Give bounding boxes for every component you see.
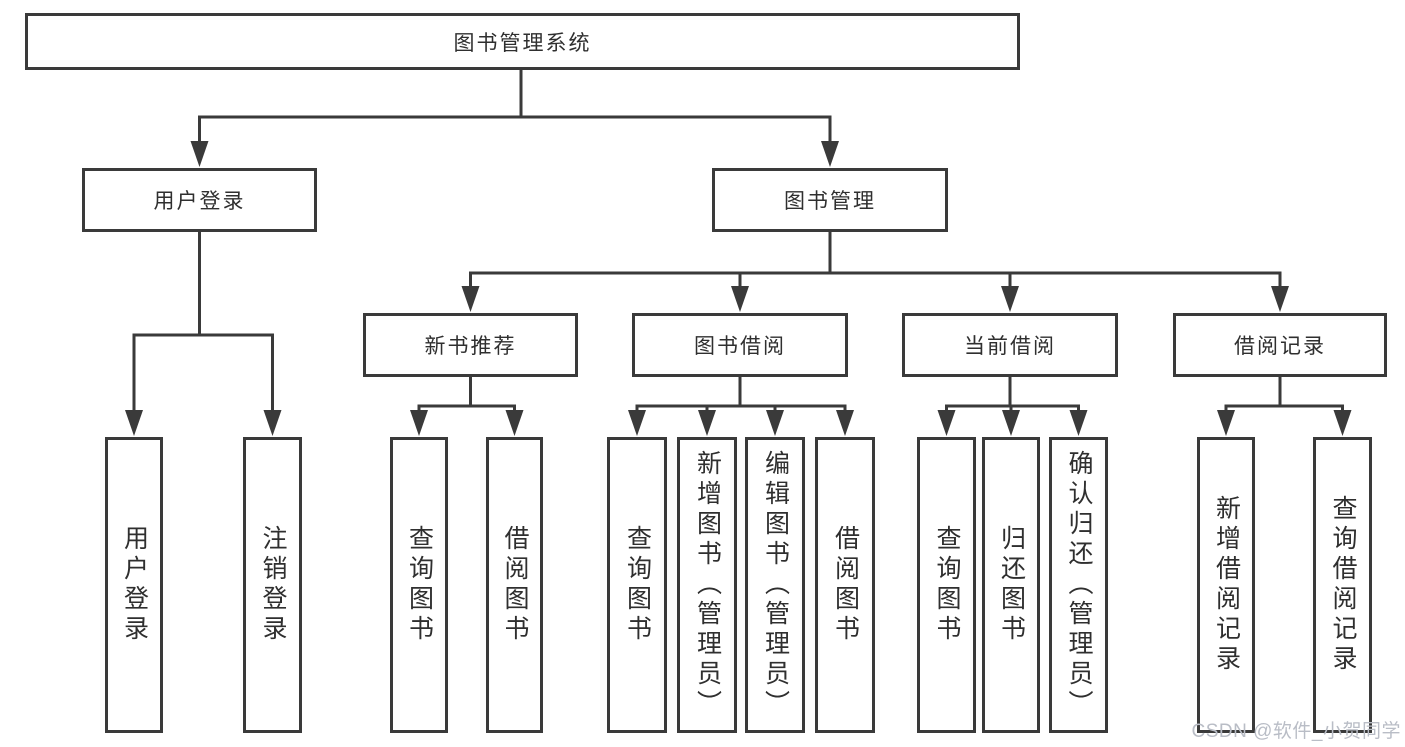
arrow-icon bbox=[410, 410, 428, 436]
arrowheads bbox=[125, 141, 1352, 436]
node-user-login: 用户登录 bbox=[82, 168, 317, 232]
arrow-icon bbox=[505, 410, 524, 436]
connector-recommend-to-leaves bbox=[417, 377, 516, 414]
node-logout: 注销登录 bbox=[243, 437, 302, 733]
node-return-book: 归还图书 bbox=[982, 437, 1040, 733]
connector-root-to-level2 bbox=[198, 70, 832, 150]
arrow-icon bbox=[766, 410, 784, 436]
node-root: 图书管理系统 bbox=[25, 13, 1020, 70]
node-query-borrow-record: 查询借阅记录 bbox=[1313, 437, 1372, 733]
watermark: CSDN @软件_小贺同学 bbox=[1191, 721, 1401, 742]
connector-borrow-to-leaves bbox=[635, 377, 847, 414]
arrow-icon bbox=[821, 141, 839, 167]
arrow-icon bbox=[461, 286, 480, 312]
node-query-books-current: 查询图书 bbox=[917, 437, 976, 733]
arrow-icon bbox=[1271, 286, 1289, 312]
connector-userlogin-to-leaves bbox=[132, 232, 274, 414]
node-borrow-books-recommend: 借阅图书 bbox=[486, 437, 543, 733]
arrow-icon bbox=[1069, 410, 1088, 436]
arrow-icon bbox=[937, 410, 956, 436]
arrow-icon bbox=[836, 410, 854, 436]
node-query-books-recommend: 查询图书 bbox=[390, 437, 448, 733]
node-add-book-admin: 新增图书（管理员） bbox=[677, 437, 737, 733]
node-confirm-return-admin: 确认归还（管理员） bbox=[1049, 437, 1108, 733]
arrow-icon bbox=[1002, 410, 1020, 436]
arrow-icon bbox=[1001, 286, 1019, 312]
node-user-login-leaf: 用户登录 bbox=[105, 437, 163, 733]
node-borrow-books-leaf: 借阅图书 bbox=[815, 437, 875, 733]
node-book-management: 图书管理 bbox=[712, 168, 948, 232]
node-borrow-records: 借阅记录 bbox=[1173, 313, 1387, 377]
arrow-icon bbox=[1333, 410, 1352, 436]
arrow-icon bbox=[628, 410, 646, 436]
arrow-icon bbox=[698, 410, 716, 436]
node-current-borrow: 当前借阅 bbox=[902, 313, 1118, 377]
connector-current-to-leaves bbox=[945, 377, 1080, 414]
arrow-icon bbox=[1217, 410, 1235, 436]
connector-bookmgmt-to-level3 bbox=[469, 232, 1282, 290]
arrow-icon bbox=[263, 410, 282, 436]
arrow-icon bbox=[190, 141, 209, 167]
arrow-icon bbox=[125, 410, 143, 436]
arrow-icon bbox=[731, 286, 749, 312]
node-query-books-borrow: 查询图书 bbox=[607, 437, 667, 733]
connector-records-to-leaves bbox=[1224, 377, 1344, 414]
node-edit-book-admin: 编辑图书（管理员） bbox=[745, 437, 805, 733]
node-new-book-recommend: 新书推荐 bbox=[363, 313, 578, 377]
node-book-borrow: 图书借阅 bbox=[632, 313, 848, 377]
node-add-borrow-record: 新增借阅记录 bbox=[1197, 437, 1255, 733]
